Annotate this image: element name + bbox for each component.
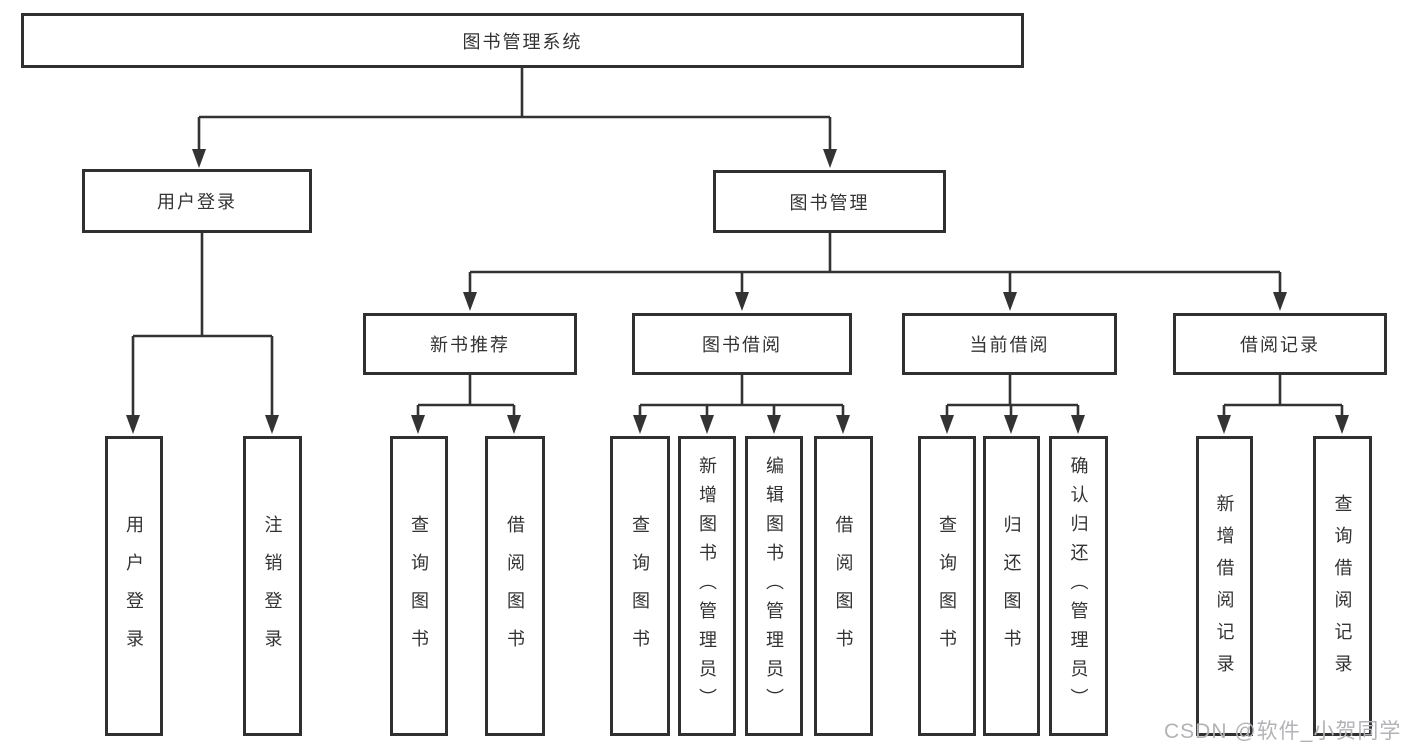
leaf-br-add-record: 新增借阅记录: [1196, 436, 1253, 736]
node-book-borrow-label: 图书借阅: [702, 335, 782, 355]
node-new-book-recommend: 新书推荐: [363, 313, 577, 375]
node-borrow-records-label: 借阅记录: [1240, 335, 1320, 355]
leaf-cb-query-books-label: 查询图书: [937, 515, 957, 667]
node-book-borrow: 图书借阅: [632, 313, 852, 375]
leaf-bb-edit-books-admin-label: 编辑图书（管理员）: [764, 455, 784, 717]
node-new-book-recommend-label: 新书推荐: [430, 335, 510, 355]
leaf-nbr-borrow-books: 借阅图书: [485, 436, 545, 736]
leaf-nbr-borrow-books-label: 借阅图书: [505, 515, 525, 667]
leaf-user-login-label: 用户登录: [124, 515, 144, 667]
leaf-user-login: 用户登录: [105, 436, 163, 736]
node-current-borrow-label: 当前借阅: [969, 335, 1050, 355]
arrowheads: [126, 149, 1349, 434]
leaf-bb-borrow-books-label: 借阅图书: [833, 515, 854, 667]
leaf-cb-confirm-return-admin: 确认归还（管理员）: [1049, 436, 1108, 736]
node-book-management-label: 图书管理: [789, 192, 870, 213]
watermark: CSDN @软件_小贺同学: [1164, 720, 1402, 743]
leaf-cb-query-books: 查询图书: [918, 436, 976, 736]
leaf-bb-borrow-books: 借阅图书: [814, 436, 873, 736]
leaf-logout-label: 注销登录: [262, 515, 283, 667]
leaf-br-query-record: 查询借阅记录: [1313, 436, 1372, 736]
leaf-br-query-record-label: 查询借阅记录: [1332, 493, 1353, 686]
leaf-cb-confirm-return-admin-label: 确认归还（管理员）: [1068, 455, 1089, 717]
node-user-login: 用户登录: [82, 169, 312, 233]
node-user-login-label: 用户登录: [157, 192, 237, 212]
leaf-bb-edit-books-admin: 编辑图书（管理员）: [745, 436, 803, 736]
leaf-bb-query-books-label: 查询图书: [630, 515, 650, 667]
node-root: 图书管理系统: [21, 13, 1024, 68]
node-borrow-records: 借阅记录: [1173, 313, 1387, 375]
leaf-logout: 注销登录: [243, 436, 302, 736]
leaf-nbr-query-books: 查询图书: [390, 436, 448, 736]
node-current-borrow: 当前借阅: [902, 313, 1117, 375]
leaf-nbr-query-books-label: 查询图书: [409, 515, 429, 667]
leaf-bb-add-books-admin-label: 新增图书（管理员）: [697, 455, 717, 717]
leaf-cb-return-books: 归还图书: [983, 436, 1040, 736]
node-root-label: 图书管理系统: [462, 31, 583, 52]
leaf-br-add-record-label: 新增借阅记录: [1214, 493, 1235, 686]
leaf-bb-query-books: 查询图书: [610, 436, 670, 736]
node-book-management: 图书管理: [713, 170, 946, 233]
leaf-bb-add-books-admin: 新增图书（管理员）: [678, 436, 736, 736]
leaf-cb-return-books-label: 归还图书: [1001, 515, 1022, 667]
